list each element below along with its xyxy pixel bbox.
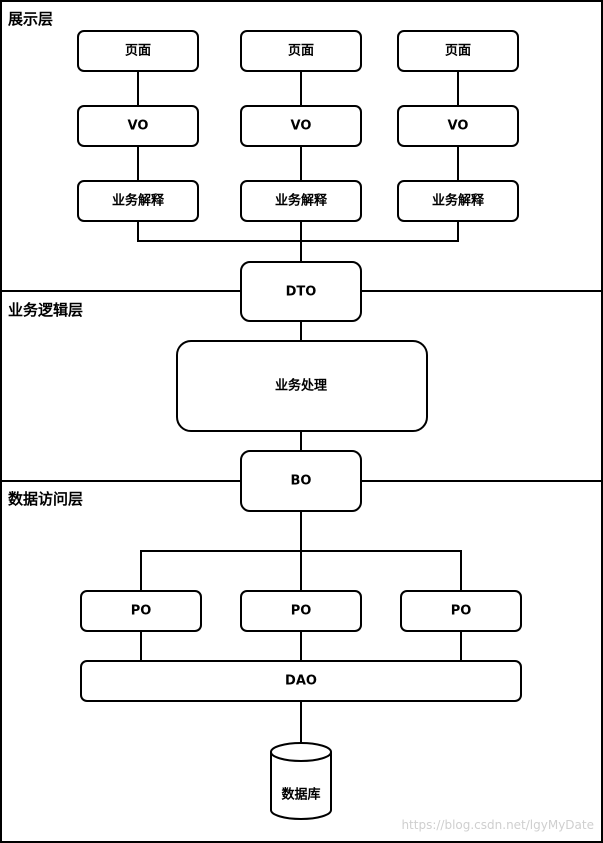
business-processing-box xyxy=(176,340,428,432)
logic-nodes xyxy=(176,261,428,512)
vo-label-1: VO xyxy=(128,119,149,134)
database-cylinder xyxy=(270,742,332,820)
page-label-3: 页面 xyxy=(445,44,471,59)
po-box-2 xyxy=(240,590,362,632)
page-label-1: 页面 xyxy=(125,44,151,59)
vo-label-3: VO xyxy=(448,119,469,134)
connectors xyxy=(137,71,462,742)
vo-box-1 xyxy=(77,105,199,147)
dao-label: DAO xyxy=(285,674,317,689)
biz-interpret-label-1: 业务解释 xyxy=(112,193,165,209)
node-labels: 页面 页面 页面 VO VO VO 业务解释 业务解释 业务解释 DTO 业务处… xyxy=(112,44,485,803)
biz-interpret-box-2 xyxy=(240,180,362,222)
page-box-2 xyxy=(240,30,362,72)
connector-po-split xyxy=(140,550,462,591)
biz-interpret-label-2: 业务解释 xyxy=(275,193,328,209)
page-label-2: 页面 xyxy=(288,44,314,59)
database-top xyxy=(270,742,332,762)
po-box-1 xyxy=(80,590,202,632)
po-label-2: PO xyxy=(291,604,312,619)
presentation-nodes xyxy=(77,30,519,222)
po-label-3: PO xyxy=(451,604,472,619)
biz-interpret-box-3 xyxy=(397,180,519,222)
connector-biz-merge xyxy=(137,221,459,242)
database-body xyxy=(270,752,332,820)
page-box-3 xyxy=(397,30,519,72)
po-label-1: PO xyxy=(131,604,152,619)
business-processing-label: 业务处理 xyxy=(275,378,327,394)
dto-label: DTO xyxy=(286,285,317,300)
vo-box-3 xyxy=(397,105,519,147)
dao-box xyxy=(80,660,522,702)
presentation-layer-label: 展示层 xyxy=(8,10,53,28)
database-label: 数据库 xyxy=(281,787,320,803)
data-access-layer-label: 数据访问层 xyxy=(8,490,83,508)
biz-interpret-label-3: 业务解释 xyxy=(432,193,485,209)
data-access-nodes xyxy=(80,590,522,702)
page-box-1 xyxy=(77,30,199,72)
business-logic-layer-label: 业务逻辑层 xyxy=(8,301,83,319)
bo-box xyxy=(240,450,362,512)
bo-label: BO xyxy=(291,474,312,489)
watermark-text: https://blog.csdn.net/lgyMyDate xyxy=(401,818,594,832)
vo-box-2 xyxy=(240,105,362,147)
vo-label-2: VO xyxy=(291,119,312,134)
po-box-3 xyxy=(400,590,522,632)
dto-box xyxy=(240,261,362,322)
biz-interpret-box-1 xyxy=(77,180,199,222)
